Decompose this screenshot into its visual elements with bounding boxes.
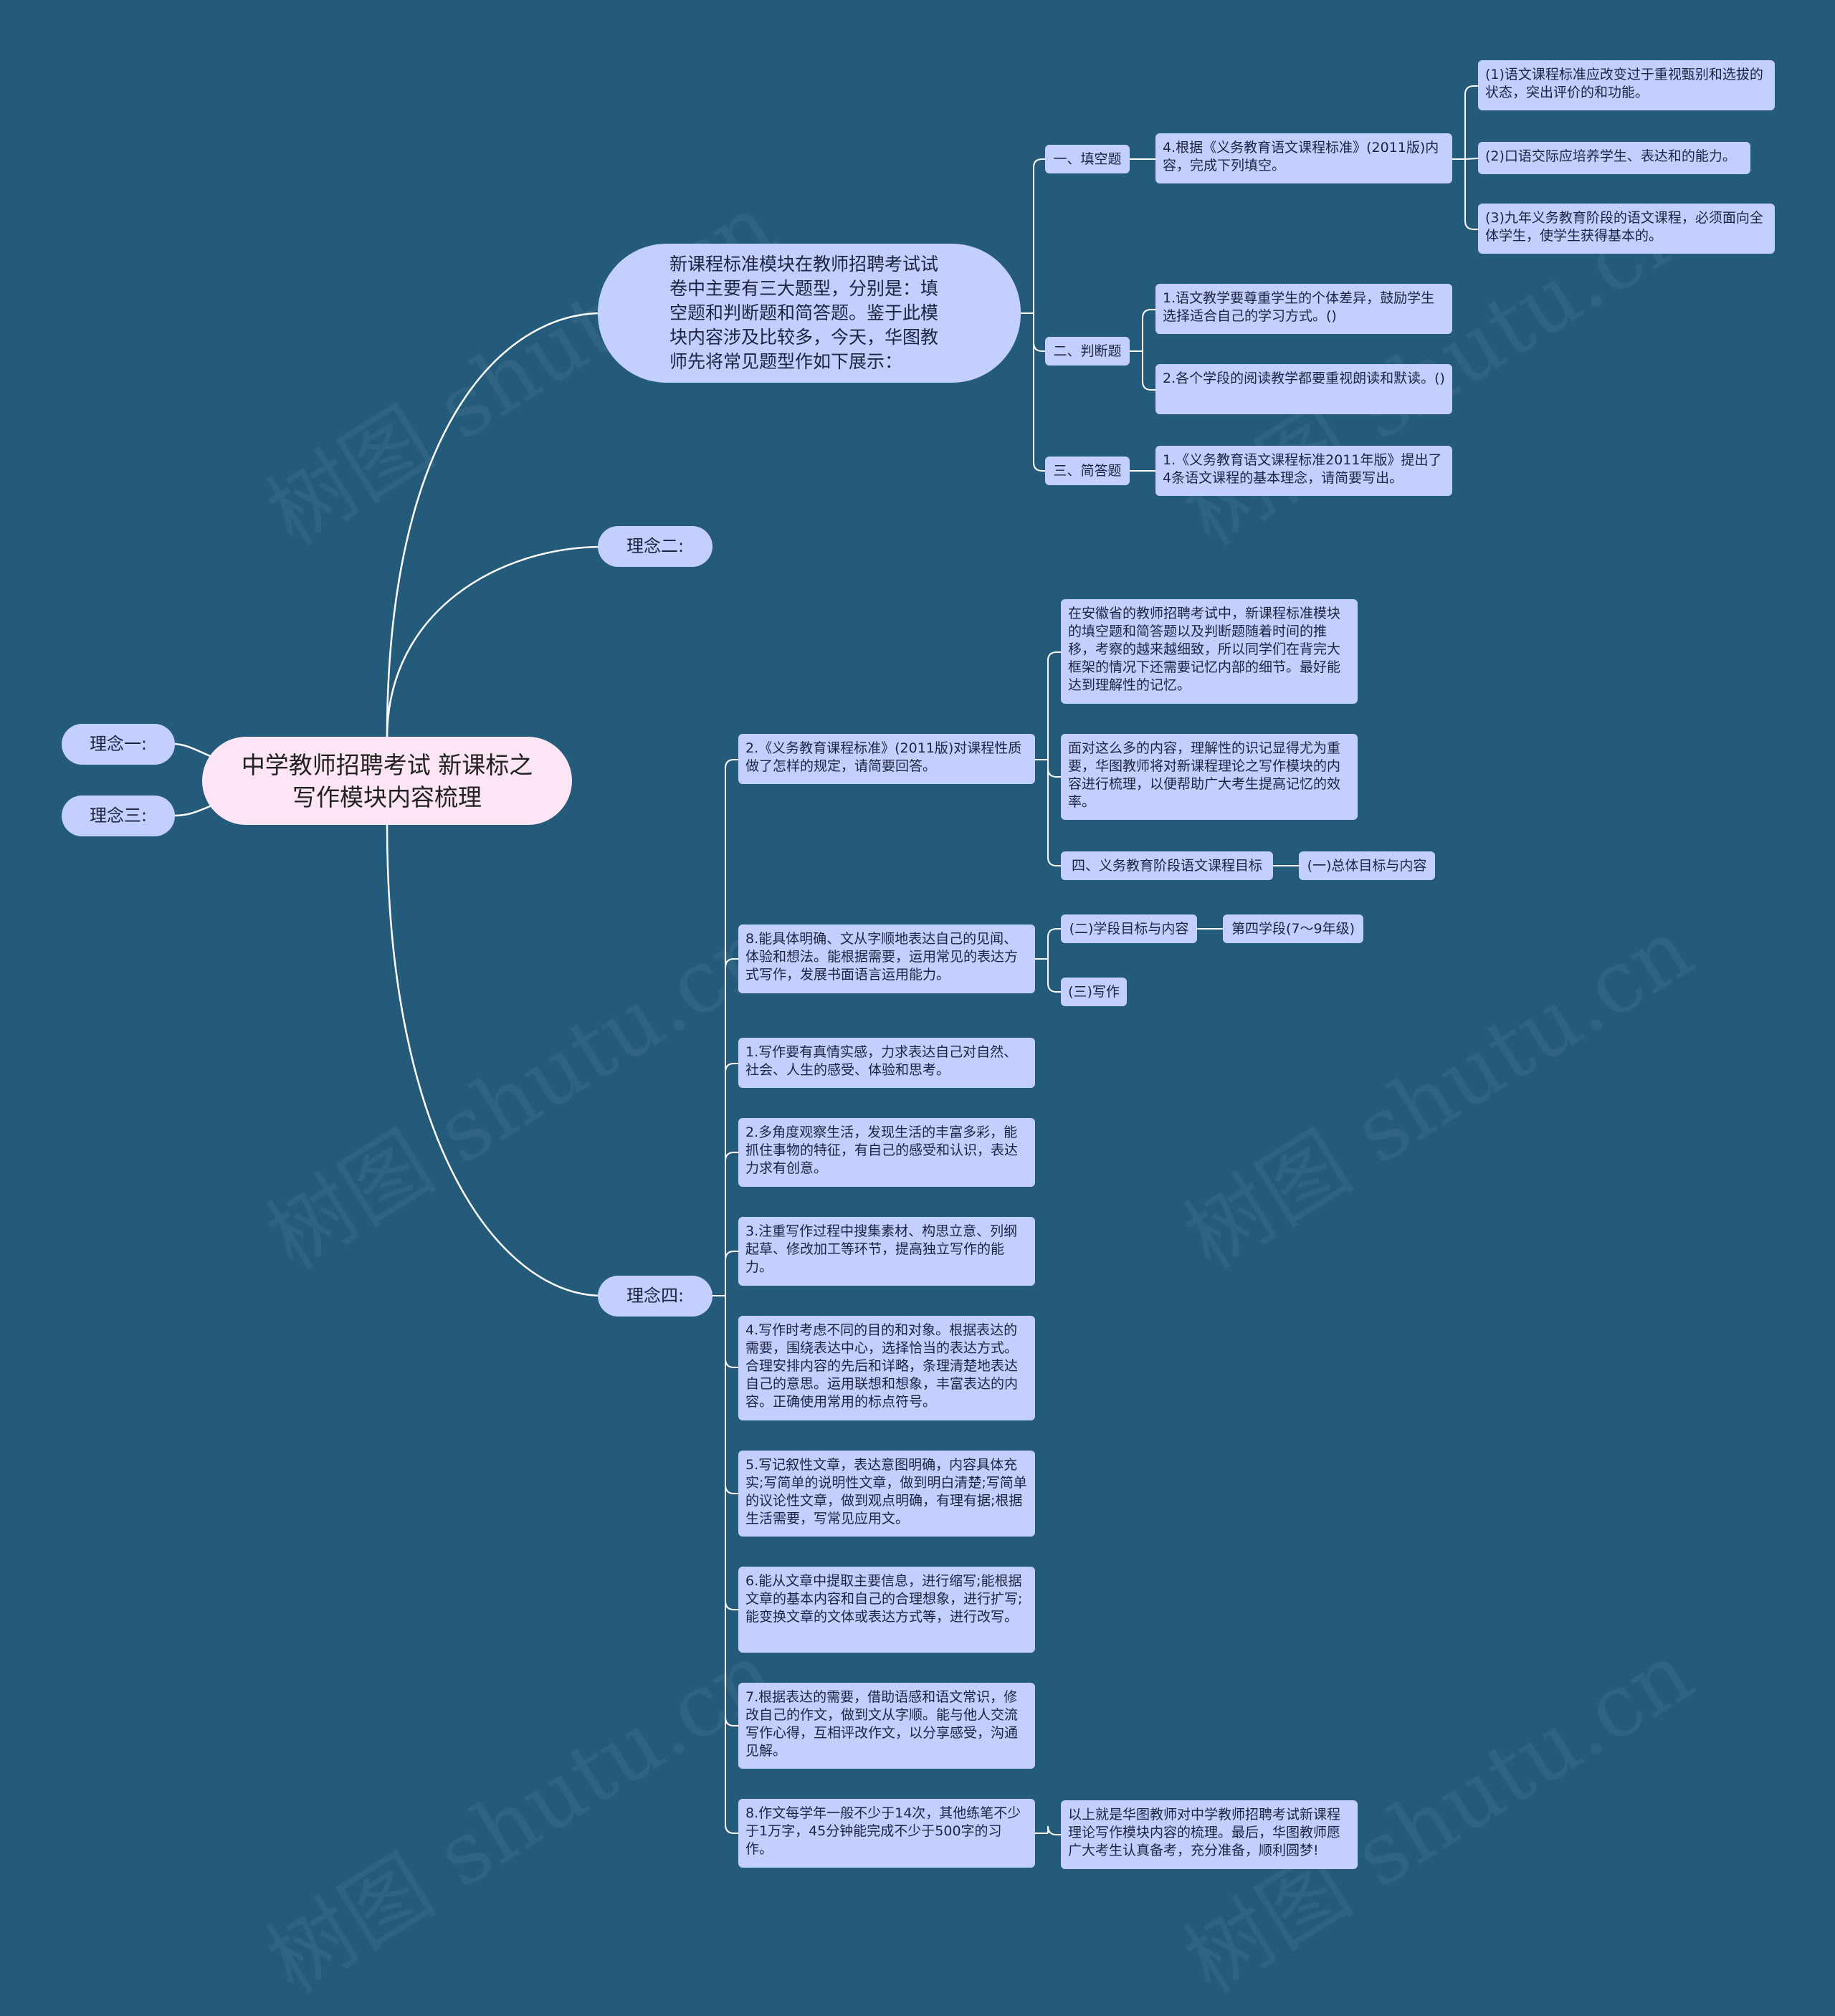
connector-line [1033, 313, 1045, 472]
stage-goal-node[interactable]: (二)学段目标与内容 [1061, 914, 1197, 943]
connector-line [725, 1296, 738, 1494]
judge-item[interactable]: 1.语文教学要尊重学生的个体差异，鼓励学生选择适合自己的学习方式。() [1155, 284, 1452, 334]
connector-line [1142, 309, 1155, 351]
connector-line [1142, 351, 1155, 391]
connector-line [725, 1296, 738, 1368]
concept-four-item[interactable]: 2.多角度观察生活，发现生活的丰富多彩，能抓住事物的特征，有自己的感受和认识，表… [738, 1118, 1035, 1187]
concept-two-node[interactable]: 理念二: [598, 526, 712, 567]
memory-note[interactable]: 面对这么多的内容，理解性的识记显得尤为重要，华图教师将对新课程理论之写作模块的内… [1061, 734, 1358, 820]
connector-line [725, 1296, 738, 1610]
root-node[interactable]: 中学教师招聘考试 新课标之写作模块内容梳理 [202, 737, 572, 825]
connector-line [725, 759, 738, 1296]
fill-subitem[interactable]: (3)九年义务教育阶段的语文课程，必须面向全体学生，使学生获得基本的。 [1478, 204, 1775, 254]
connector-line [725, 1296, 738, 1834]
concept-four-item[interactable]: 6.能从文章中提取主要信息，进行缩写;能根据文章的基本内容和自己的合理想象，进行… [738, 1567, 1035, 1653]
connector-line [1464, 85, 1478, 159]
connector-line [1047, 651, 1061, 760]
fill-blank-item[interactable]: 4.根据《义务教育语文课程标准》(2011版)内容，完成下列填空。 [1155, 133, 1452, 183]
concept-four-item[interactable]: 4.写作时考虑不同的目的和对象。根据表达的需要，围绕表达中心，选择恰当的表达方式… [738, 1316, 1035, 1420]
connector-line [725, 1251, 738, 1296]
connector-line [386, 545, 603, 739]
connector-line [1047, 928, 1061, 959]
concept-four-item[interactable]: 8.作文每学年一般不少于14次，其他练笔不少于1万字，45分钟能完成不少于500… [738, 1799, 1035, 1868]
connector-line [1464, 158, 1479, 160]
connector-line [725, 1063, 738, 1296]
concept-one-node[interactable]: 理念一: [62, 724, 175, 765]
connector-line [1047, 760, 1061, 778]
concept-four-item[interactable]: 7.根据表达的需要，借助语感和语文常识，修改自己的作文，做到文从字顺。能与他人交… [738, 1683, 1035, 1769]
connector-line [725, 958, 738, 1296]
fill-subitem[interactable]: (1)语文课程标准应改变过于重视甄别和选拔的状态，突出评价的和功能。 [1478, 60, 1775, 110]
concept-four-node[interactable]: 理念四: [598, 1276, 712, 1317]
concept-four-item[interactable]: 5.写记叙性文章，表达意图明确，内容具体充实;写简单的说明性文章，做到明白清楚;… [738, 1451, 1035, 1537]
concept-four-item[interactable]: 3.注重写作过程中搜集素材、构思立意、列纲起草、修改加工等环节，提高独立写作的能… [738, 1217, 1035, 1286]
course-goal-node[interactable]: 四、义务教育阶段语文课程目标 [1061, 851, 1273, 880]
connector-line [725, 1152, 738, 1296]
connector-line [1033, 158, 1045, 313]
closing-note[interactable]: 以上就是华图教师对中学教师招聘考试新课程理论写作模块内容的梳理。最后，华图教师愿… [1061, 1800, 1358, 1869]
connector-lines [174, 85, 1479, 1835]
connector-line [725, 1296, 738, 1726]
judge-item[interactable]: 2.各个学段的阅读教学都要重视朗读和默读。() [1155, 364, 1452, 414]
intro-node[interactable]: 新课程标准模块在教师招聘考试试卷中主要有三大题型，分别是：填空题和判断题和简答题… [598, 244, 1021, 383]
connector-line [386, 823, 603, 1297]
writing-node[interactable]: (三)写作 [1061, 978, 1127, 1006]
concept-four-item[interactable]: 8.能具体明确、文从字顺地表达自己的见闻、体验和想法。能根据需要，运用常见的表达… [738, 925, 1035, 993]
anhui-note[interactable]: 在安徽省的教师招聘考试中，新课程标准模块的填空题和简答题以及判断题随着时间的推移… [1061, 599, 1358, 704]
connector-line [1047, 760, 1061, 866]
stage-four-node[interactable]: 第四学段(7～9年级) [1223, 914, 1363, 943]
concept-four-item[interactable]: 1.写作要有真情实感，力求表达自己对自然、社会、人生的感受、体验和思考。 [738, 1038, 1035, 1088]
short-answer-type[interactable]: 三、简答题 [1045, 457, 1130, 485]
connector-line [1033, 313, 1045, 352]
fill-blank-type[interactable]: 一、填空题 [1045, 145, 1130, 173]
connector-line [1047, 959, 1061, 993]
overall-goal-node[interactable]: (一)总体目标与内容 [1299, 851, 1435, 880]
connector-line [1047, 1825, 1061, 1835]
fill-subitem[interactable]: (2)口语交际应培养学生、表达和的能力。 [1478, 142, 1750, 174]
connector-line [174, 803, 216, 817]
short-answer-item[interactable]: 1.《义务教育语文课程标准2011年版》提出了4条语文课程的基本理念，请简要写出… [1155, 446, 1452, 496]
concept-three-node[interactable]: 理念三: [62, 796, 175, 836]
judge-type[interactable]: 二、判断题 [1045, 337, 1130, 366]
connector-line [386, 312, 603, 739]
concept-four-item[interactable]: 2.《义务教育课程标准》(2011版)对课程性质做了怎样的规定，请简要回答。 [738, 734, 1035, 784]
connector-line [1464, 159, 1478, 230]
